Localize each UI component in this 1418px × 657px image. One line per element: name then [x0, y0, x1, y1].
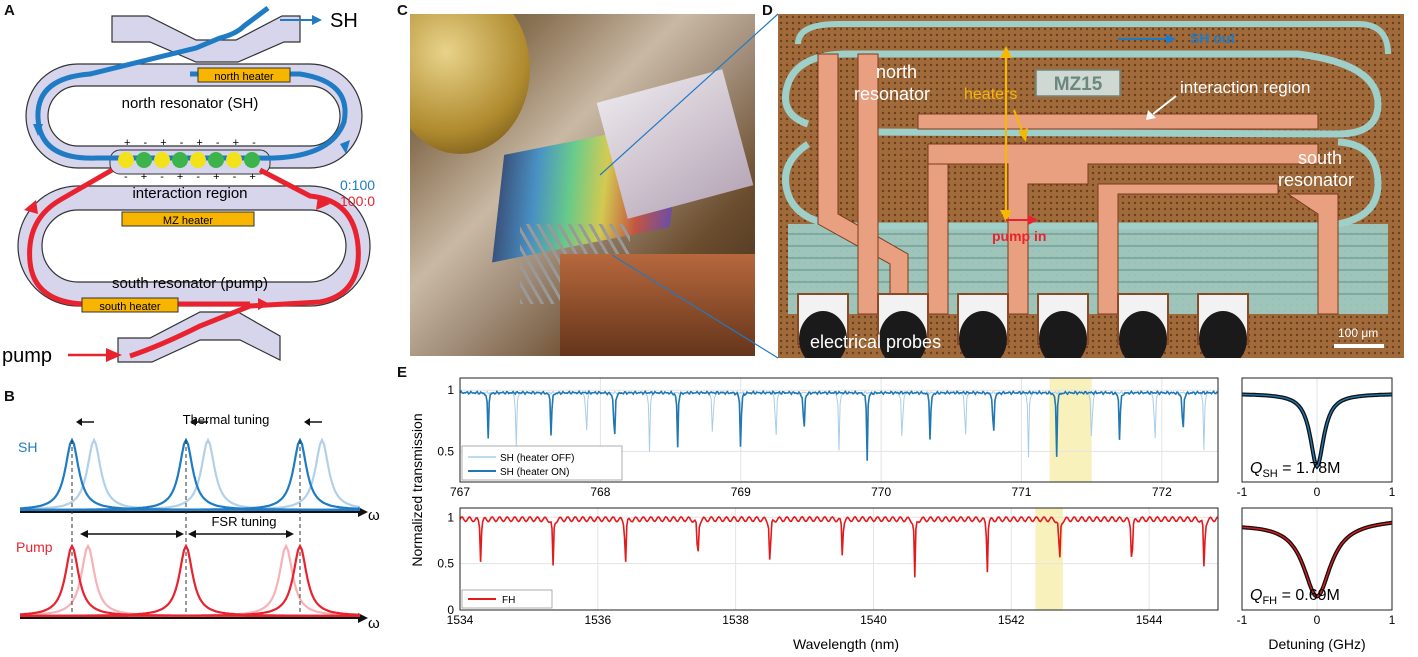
side-x-tick-0-2: 1: [1389, 485, 1396, 499]
pump-in-label: pump in: [992, 228, 1046, 244]
south-resonator-label-d1: south: [1298, 148, 1342, 169]
scale-bar-label: 100 μm: [1338, 326, 1378, 340]
x-tick-label-1-5: 1544: [1136, 613, 1163, 627]
sh-out-label: SH out: [1190, 30, 1235, 46]
chip-micrograph: MZ15 SH out north resonator heaters inte…: [778, 14, 1404, 358]
legend-fh-label: FH: [502, 595, 515, 606]
legend-sh-off: SH (heater OFF): [500, 453, 574, 464]
series-line-1-0: [460, 517, 1218, 578]
x-tick-label-1-4: 1542: [998, 613, 1025, 627]
side-x-tick-1-2: 1: [1389, 613, 1396, 627]
x-tick-label-1-2: 1538: [722, 613, 749, 627]
x-tick-label-1-3: 1540: [860, 613, 887, 627]
x-tick-label-0-1: 768: [590, 485, 610, 499]
electrical-probes-label: electrical probes: [810, 332, 941, 353]
heaters-label: heaters: [964, 86, 1017, 104]
e-xlabel-main: Wavelength (nm): [793, 636, 899, 652]
legend-fh: FH: [462, 590, 552, 608]
side-x-tick-0-1: 0: [1314, 485, 1321, 499]
x-tick-label-0-4: 771: [1011, 485, 1031, 499]
x-tick-label-0-2: 769: [731, 485, 751, 499]
north-resonator-label-d2: resonator: [854, 84, 930, 105]
panel-e-charts: Normalized transmission Wavelength (nm) …: [400, 360, 1410, 655]
x-tick-label-0-0: 767: [450, 485, 470, 499]
chip-id-label: MZ15: [1054, 74, 1103, 95]
y-tick-label-0-1: 1: [447, 383, 454, 397]
side-x-tick-0-0: -1: [1237, 485, 1248, 499]
side-x-tick-1-0: -1: [1237, 613, 1248, 627]
q-sh-label: QSH = 1.78M: [1250, 460, 1340, 480]
plot-frame-1: [460, 508, 1218, 610]
y-tick-label-1-1: 0.5: [437, 557, 454, 571]
north-resonator-label-d1: north: [876, 62, 917, 83]
q-fh-label: QFH = 0.69M: [1250, 587, 1340, 607]
side-x-tick-1-1: 0: [1314, 613, 1321, 627]
y-tick-label-1-2: 1: [447, 510, 454, 524]
y-tick-label-1-0: 0: [447, 603, 454, 617]
x-tick-label-0-3: 770: [871, 485, 891, 499]
interaction-region-label-d: interaction region: [1180, 78, 1310, 98]
legend-sh: SH (heater OFF) SH (heater ON): [462, 446, 622, 480]
south-resonator-label-d2: resonator: [1278, 170, 1354, 191]
x-tick-label-1-1: 1536: [584, 613, 611, 627]
x-tick-label-0-5: 772: [1152, 485, 1172, 499]
legend-sh-on: SH (heater ON): [500, 467, 569, 478]
e-xlabel-side: Detuning (GHz): [1268, 636, 1365, 652]
y-tick-label-0-0: 0.5: [437, 444, 454, 458]
e-ylabel: Normalized transmission: [409, 413, 425, 566]
highlight-band-1: [1035, 508, 1063, 610]
